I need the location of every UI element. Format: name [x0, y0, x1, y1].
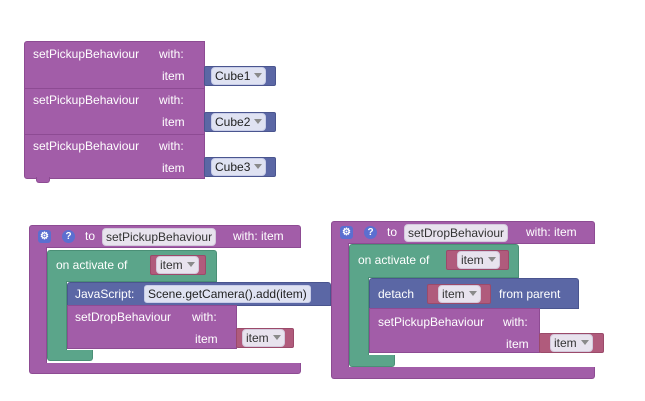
help-icon[interactable]: ?	[62, 230, 75, 243]
procedure-header[interactable]: ⚙ ? to setDropBehaviour with: item	[331, 221, 595, 244]
to-label: to	[387, 225, 398, 239]
variable-dropdown[interactable]: item	[550, 334, 593, 352]
param-label: item	[162, 115, 185, 129]
call-var-socket[interactable]: item	[236, 328, 294, 348]
event-var-socket[interactable]: item	[150, 255, 206, 275]
call-set-pickup-behaviour[interactable]: setPickupBehaviour with: item	[369, 308, 540, 353]
gear-icon[interactable]: ⚙	[38, 230, 51, 243]
detach-label: detach	[378, 287, 415, 301]
params-label: with: item	[526, 225, 577, 239]
object-dropdown[interactable]: Cube2	[211, 113, 267, 131]
dropdown-arrow-icon	[254, 73, 263, 79]
with-label: with:	[159, 47, 184, 61]
call-block-1[interactable]: setPickupBehaviour with: item	[24, 41, 205, 89]
param-label: item	[506, 337, 529, 351]
dropdown-arrow-icon	[487, 257, 496, 263]
call-block-2[interactable]: setPickupBehaviour with: item	[24, 88, 205, 135]
procedure-spine	[29, 247, 47, 367]
dropdown-arrow-icon	[254, 164, 263, 170]
event-spine	[349, 277, 369, 357]
event-label: on activate of	[358, 253, 430, 267]
dropdown-arrow-icon	[580, 340, 589, 346]
to-label: to	[85, 229, 96, 243]
event-spine	[47, 281, 67, 353]
with-label: with:	[192, 310, 217, 324]
params-label: with: item	[233, 229, 284, 243]
call-set-drop-behaviour[interactable]: setDropBehaviour with: item	[67, 305, 237, 349]
help-icon[interactable]: ?	[364, 226, 377, 239]
object-socket[interactable]: Cube1	[204, 66, 276, 86]
object-dropdown[interactable]: Cube3	[211, 158, 267, 176]
dropdown-arrow-icon	[254, 119, 263, 125]
with-label: with:	[159, 93, 184, 107]
procedure-name-field[interactable]: setPickupBehaviour	[102, 228, 217, 246]
with-label: with:	[503, 315, 528, 329]
event-label: on activate of	[56, 258, 128, 272]
object-socket[interactable]: Cube2	[204, 112, 276, 132]
with-label: with:	[159, 139, 184, 153]
gear-icon[interactable]: ⚙	[340, 226, 353, 239]
variable-dropdown[interactable]: item	[438, 285, 481, 303]
call-var-socket[interactable]: item	[539, 333, 604, 353]
javascript-code-field[interactable]: Scene.getCamera().add(item)	[144, 285, 311, 303]
object-socket[interactable]: Cube3	[204, 157, 276, 177]
bottom-notch	[36, 177, 50, 183]
param-label: item	[195, 332, 218, 346]
procedure-footer	[29, 363, 301, 374]
from-parent-label: from parent	[499, 287, 561, 301]
detach-var-socket[interactable]: item	[427, 284, 491, 304]
event-footer	[47, 350, 93, 361]
variable-dropdown[interactable]: item	[242, 329, 285, 347]
call-label: setPickupBehaviour	[33, 139, 140, 153]
procedure-spine	[331, 243, 349, 369]
call-label: setPickupBehaviour	[33, 47, 140, 61]
event-footer	[349, 355, 395, 367]
variable-dropdown[interactable]: item	[457, 251, 500, 269]
procedure-name-field[interactable]: setDropBehaviour	[404, 224, 509, 242]
javascript-block[interactable]: JavaScript: Scene.getCamera().add(item)	[67, 282, 331, 306]
procedure-footer	[331, 367, 595, 379]
call-label: setDropBehaviour	[75, 310, 172, 324]
procedure-header[interactable]: ⚙ ? to setPickupBehaviour with: item	[29, 225, 301, 248]
javascript-label: JavaScript:	[75, 287, 135, 301]
call-label: setPickupBehaviour	[378, 315, 485, 329]
dropdown-arrow-icon	[468, 291, 477, 297]
call-label: setPickupBehaviour	[33, 93, 140, 107]
dropdown-arrow-icon	[186, 262, 195, 268]
variable-dropdown[interactable]: item	[156, 256, 199, 274]
param-label: item	[162, 161, 185, 175]
object-dropdown[interactable]: Cube1	[211, 67, 267, 85]
event-var-socket[interactable]: item	[446, 250, 509, 270]
call-block-3[interactable]: setPickupBehaviour with: item	[24, 134, 205, 179]
param-label: item	[162, 69, 185, 83]
dropdown-arrow-icon	[272, 335, 281, 341]
